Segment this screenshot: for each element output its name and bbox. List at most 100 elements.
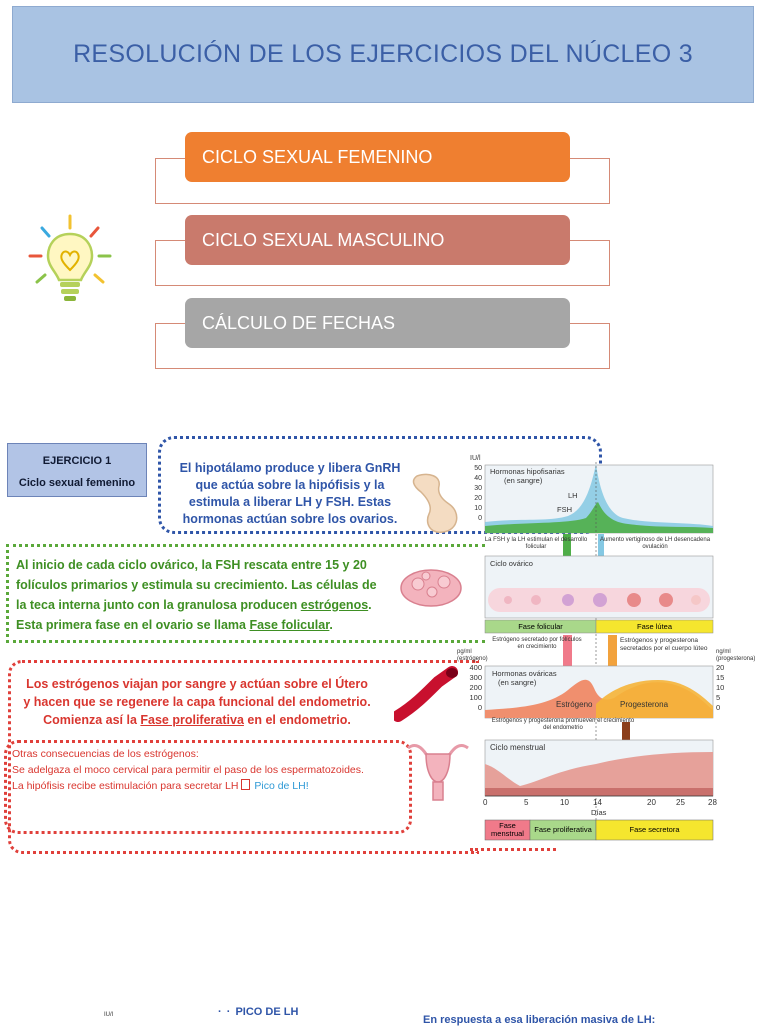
y2-right-tick: 0 — [716, 703, 721, 712]
endometrium-arrow — [622, 722, 630, 740]
ngml-unit-line: ng/ml — [716, 649, 731, 655]
ovary-estrogens: estrógenos — [300, 598, 369, 612]
ovarian-hormones-title-line: Hormonas ováricas — [492, 669, 557, 678]
uterus-text: Los estrógenos viajan por sangre y actúa… — [22, 675, 372, 729]
day-tick: 25 — [676, 798, 685, 807]
day-tick: 28 — [708, 798, 717, 807]
uterus-frame — [8, 660, 479, 854]
ovary-text-2: . Esta primera fase en el ovario se llam… — [16, 598, 372, 632]
endometrium-area — [485, 752, 713, 796]
endometrium-growth-note: Estrógenos y progesterona promueven el c… — [491, 718, 635, 731]
follicle-2 — [531, 595, 541, 605]
lh-area — [485, 464, 713, 533]
day-tick: 14 — [593, 798, 602, 807]
follicle-4 — [593, 593, 607, 607]
estrogen-label: Estrógeno — [556, 700, 593, 709]
day-tick: 0 — [483, 798, 488, 807]
ovary-illustration — [400, 569, 462, 607]
fsh-area — [485, 502, 713, 533]
consequences-item-1: Se adelgaza el moco cervical para permit… — [12, 764, 364, 776]
corpus-albicans — [691, 595, 701, 605]
page-title: RESOLUCIÓN DE LOS EJERCICIOS DEL NÚCLEO … — [73, 40, 693, 68]
uterus-text-1: Los estrógenos viajan por sangre y actúa… — [23, 677, 371, 727]
pgml-unit-sub: (estrógeno) — [457, 656, 488, 662]
arrow-glyph-icon — [241, 779, 251, 790]
ovary-text-1: Al inicio de cada ciclo ovárico, la FSH … — [16, 558, 377, 612]
pituitary-title-line: Hormonas hipofisarias — [490, 467, 565, 476]
consequences-pico-lh: Pico de LH! — [254, 780, 309, 792]
y2-left-tick: 200 — [469, 683, 482, 692]
ovary-text: Al inicio de cada ciclo ovárico, la FSH … — [16, 558, 377, 632]
pgml-unit: pg/ml(estrógeno) — [457, 649, 488, 663]
ngml-unit: ng/ml(progesterona) — [716, 649, 755, 663]
fase-proliferativa-label: Fase proliferativa — [534, 825, 592, 834]
menu-ciclo-femenino-button[interactable]: CICLO SEXUAL FEMENINO — [185, 132, 570, 182]
y2-right-tick: 5 — [716, 693, 721, 702]
menu-calculo-fechas-button[interactable]: CÁLCULO DE FECHAS — [185, 298, 570, 348]
endometrium-base — [485, 788, 713, 796]
day-ticks: 0 5 10 14 20 25 28 — [480, 798, 720, 808]
ovarian-hormones-title: Hormonas ováricas(en sangre) — [492, 669, 557, 687]
note-left: La FSH y la LH estimulan el desarrollo f… — [484, 537, 588, 550]
day-tick: 5 — [524, 798, 529, 807]
y1-tick: 0 — [478, 515, 482, 522]
y2-right-tick: 20 — [716, 663, 725, 672]
y1-tick: 20 — [474, 495, 482, 502]
consequences-text: Otras consecuencias de los estrógenos: S… — [12, 746, 400, 794]
consequences-item-2-text: La hipófisis recibe estimulación para se… — [12, 780, 242, 792]
corpus-luteum-2 — [659, 593, 673, 607]
uterus-frame-end — [470, 848, 556, 851]
ovarian-cycle-title: Ciclo ovárico — [490, 559, 533, 568]
fsh-label: FSH — [557, 505, 572, 514]
y2-left-tick: 300 — [469, 673, 482, 682]
consequences-title: Otras consecuencias de los estrógenos: — [12, 748, 199, 760]
pgml-unit-line: pg/ml — [457, 649, 472, 655]
consequences-item-2: La hipófisis recibe estimulación para se… — [12, 778, 400, 794]
hypothalamus-text: El hipotálamo produce y libera GnRH que … — [179, 461, 401, 526]
ovarian-hormones-sub: (en sangre) — [498, 678, 537, 687]
menstrual-cycle-figure — [484, 462, 714, 842]
menu-ciclo-masculino-button[interactable]: CICLO SEXUAL MASCULINO — [185, 215, 570, 265]
lh-response-heading: En respuesta a esa liberación masiva de … — [423, 1014, 656, 1026]
progesterone-arrow — [608, 635, 617, 675]
uterus-text-2: en el endometrio. — [243, 713, 351, 727]
pituitary-title: Hormonas hipofisarias(en sangre) — [490, 467, 565, 485]
days-axis-label: Días — [591, 808, 607, 817]
fase-folicular-label: Fase folicular — [518, 621, 563, 631]
menu-label: CICLO SEXUAL MASCULINO — [202, 229, 445, 250]
pico-lh-label: · · PICO DE LH — [218, 1006, 299, 1018]
consequences-frame — [4, 740, 412, 834]
follicle-3 — [562, 594, 574, 606]
menu-label: CICLO SEXUAL FEMENINO — [202, 146, 433, 167]
pico-lh-text: PICO DE LH — [235, 1006, 299, 1018]
lh-arrow — [598, 534, 604, 570]
fase-lutea-label: Fase lútea — [636, 621, 673, 631]
follicle-1 — [504, 596, 512, 604]
day-tick: 20 — [647, 798, 656, 807]
blood-vessel-illustration — [394, 666, 458, 722]
estrogen-progesterone-note: Estrógenos y progesterona secretados por… — [620, 637, 708, 652]
y1-tick: 10 — [474, 505, 482, 512]
fsh-arrow — [563, 534, 571, 570]
estrogen-secreted-note: Estrógeno secretado por folículos en cre… — [492, 637, 582, 650]
y2-left-tick: 100 — [469, 693, 482, 702]
pituitary-subtitle: (en sangre) — [504, 476, 543, 485]
y1-tick: 50 — [474, 465, 482, 472]
uterus-phase: Fase proliferativa — [140, 713, 244, 727]
y2-right-tick: 10 — [716, 683, 725, 692]
corpus-luteum-1 — [627, 593, 641, 607]
exercise-title: EJERCICIO 1 — [42, 455, 112, 467]
menstrual-cycle-title: Ciclo menstrual — [490, 743, 546, 752]
y2-left-tick: 0 — [477, 703, 482, 712]
page-header: RESOLUCIÓN DE LOS EJERCICIOS DEL NÚCLEO … — [12, 6, 754, 103]
bottom-iu-unit: IU/l — [104, 1012, 113, 1018]
note-right: Aumento vertiginoso de LH desencadena ov… — [599, 537, 711, 550]
fase-lutea-bar — [595, 619, 714, 634]
exercise-subtitle: Ciclo sexual femenino — [18, 477, 136, 489]
y2-left-tick: 400 — [469, 663, 482, 672]
fase-secretora-bar — [595, 819, 714, 841]
exercise-label: EJERCICIO 1 Ciclo sexual femenino — [7, 443, 147, 497]
progesterone-label: Progesterona — [620, 700, 669, 709]
lh-label: LH — [568, 491, 578, 500]
